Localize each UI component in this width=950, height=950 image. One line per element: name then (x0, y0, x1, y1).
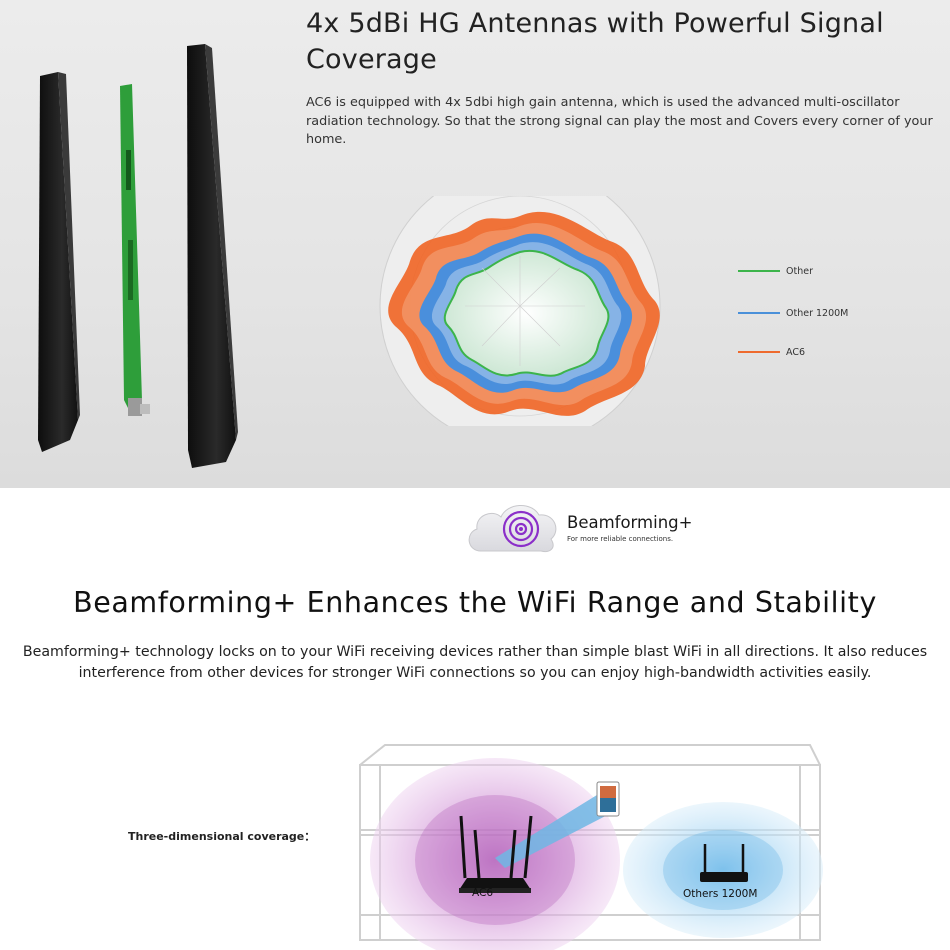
other-router (700, 844, 748, 882)
ac6-coverage-area (370, 758, 620, 950)
antenna-feature-section: 4x 5dBi HG Antennas with Powerful Signal… (0, 0, 950, 488)
other-pattern (443, 249, 610, 377)
beam-ray (495, 790, 617, 868)
ac6-router (459, 815, 533, 893)
cloud-target-icon (468, 505, 557, 552)
antenna-exploded-illustration (38, 44, 238, 468)
legend-swatch-other (738, 270, 780, 272)
others-coverage-area (623, 802, 823, 938)
coverage-label: Three-dimensional coverage： (128, 830, 316, 843)
ac6-router-label: AC6 (472, 887, 494, 899)
others-router-label: Others 1200M (683, 888, 758, 900)
legend-item-other: Other (738, 264, 813, 278)
legend-swatch-ac6 (738, 351, 780, 353)
legend-item-ac6: AC6 (738, 345, 805, 359)
beamforming-description: Beamforming+ technology locks on to your… (22, 644, 928, 681)
legend-label-other-1200m: Other 1200M (786, 307, 849, 319)
badge-subtitle: For more reliable connections. (567, 535, 674, 543)
radiation-pattern-diagram (379, 196, 661, 426)
legend-label-ac6: AC6 (786, 346, 806, 358)
legend-label-other: Other (786, 265, 813, 277)
badge-title: Beamforming+ (567, 513, 693, 532)
three-dimensional-coverage-illustration (359, 744, 823, 950)
section-description: AC6 is equipped with 4x 5dbi high gain a… (306, 95, 933, 147)
phone-device (596, 781, 620, 817)
beamforming-badge: Beamforming+ For more reliable connectio… (463, 497, 703, 557)
section-title: 4x 5dBi HG Antennas with Powerful Signal… (306, 8, 884, 75)
legend-item-other-1200m: Other 1200M (738, 306, 848, 320)
legend-swatch-other-1200m (738, 312, 780, 314)
beamforming-title: Beamforming+ Enhances the WiFi Range and… (73, 586, 877, 619)
